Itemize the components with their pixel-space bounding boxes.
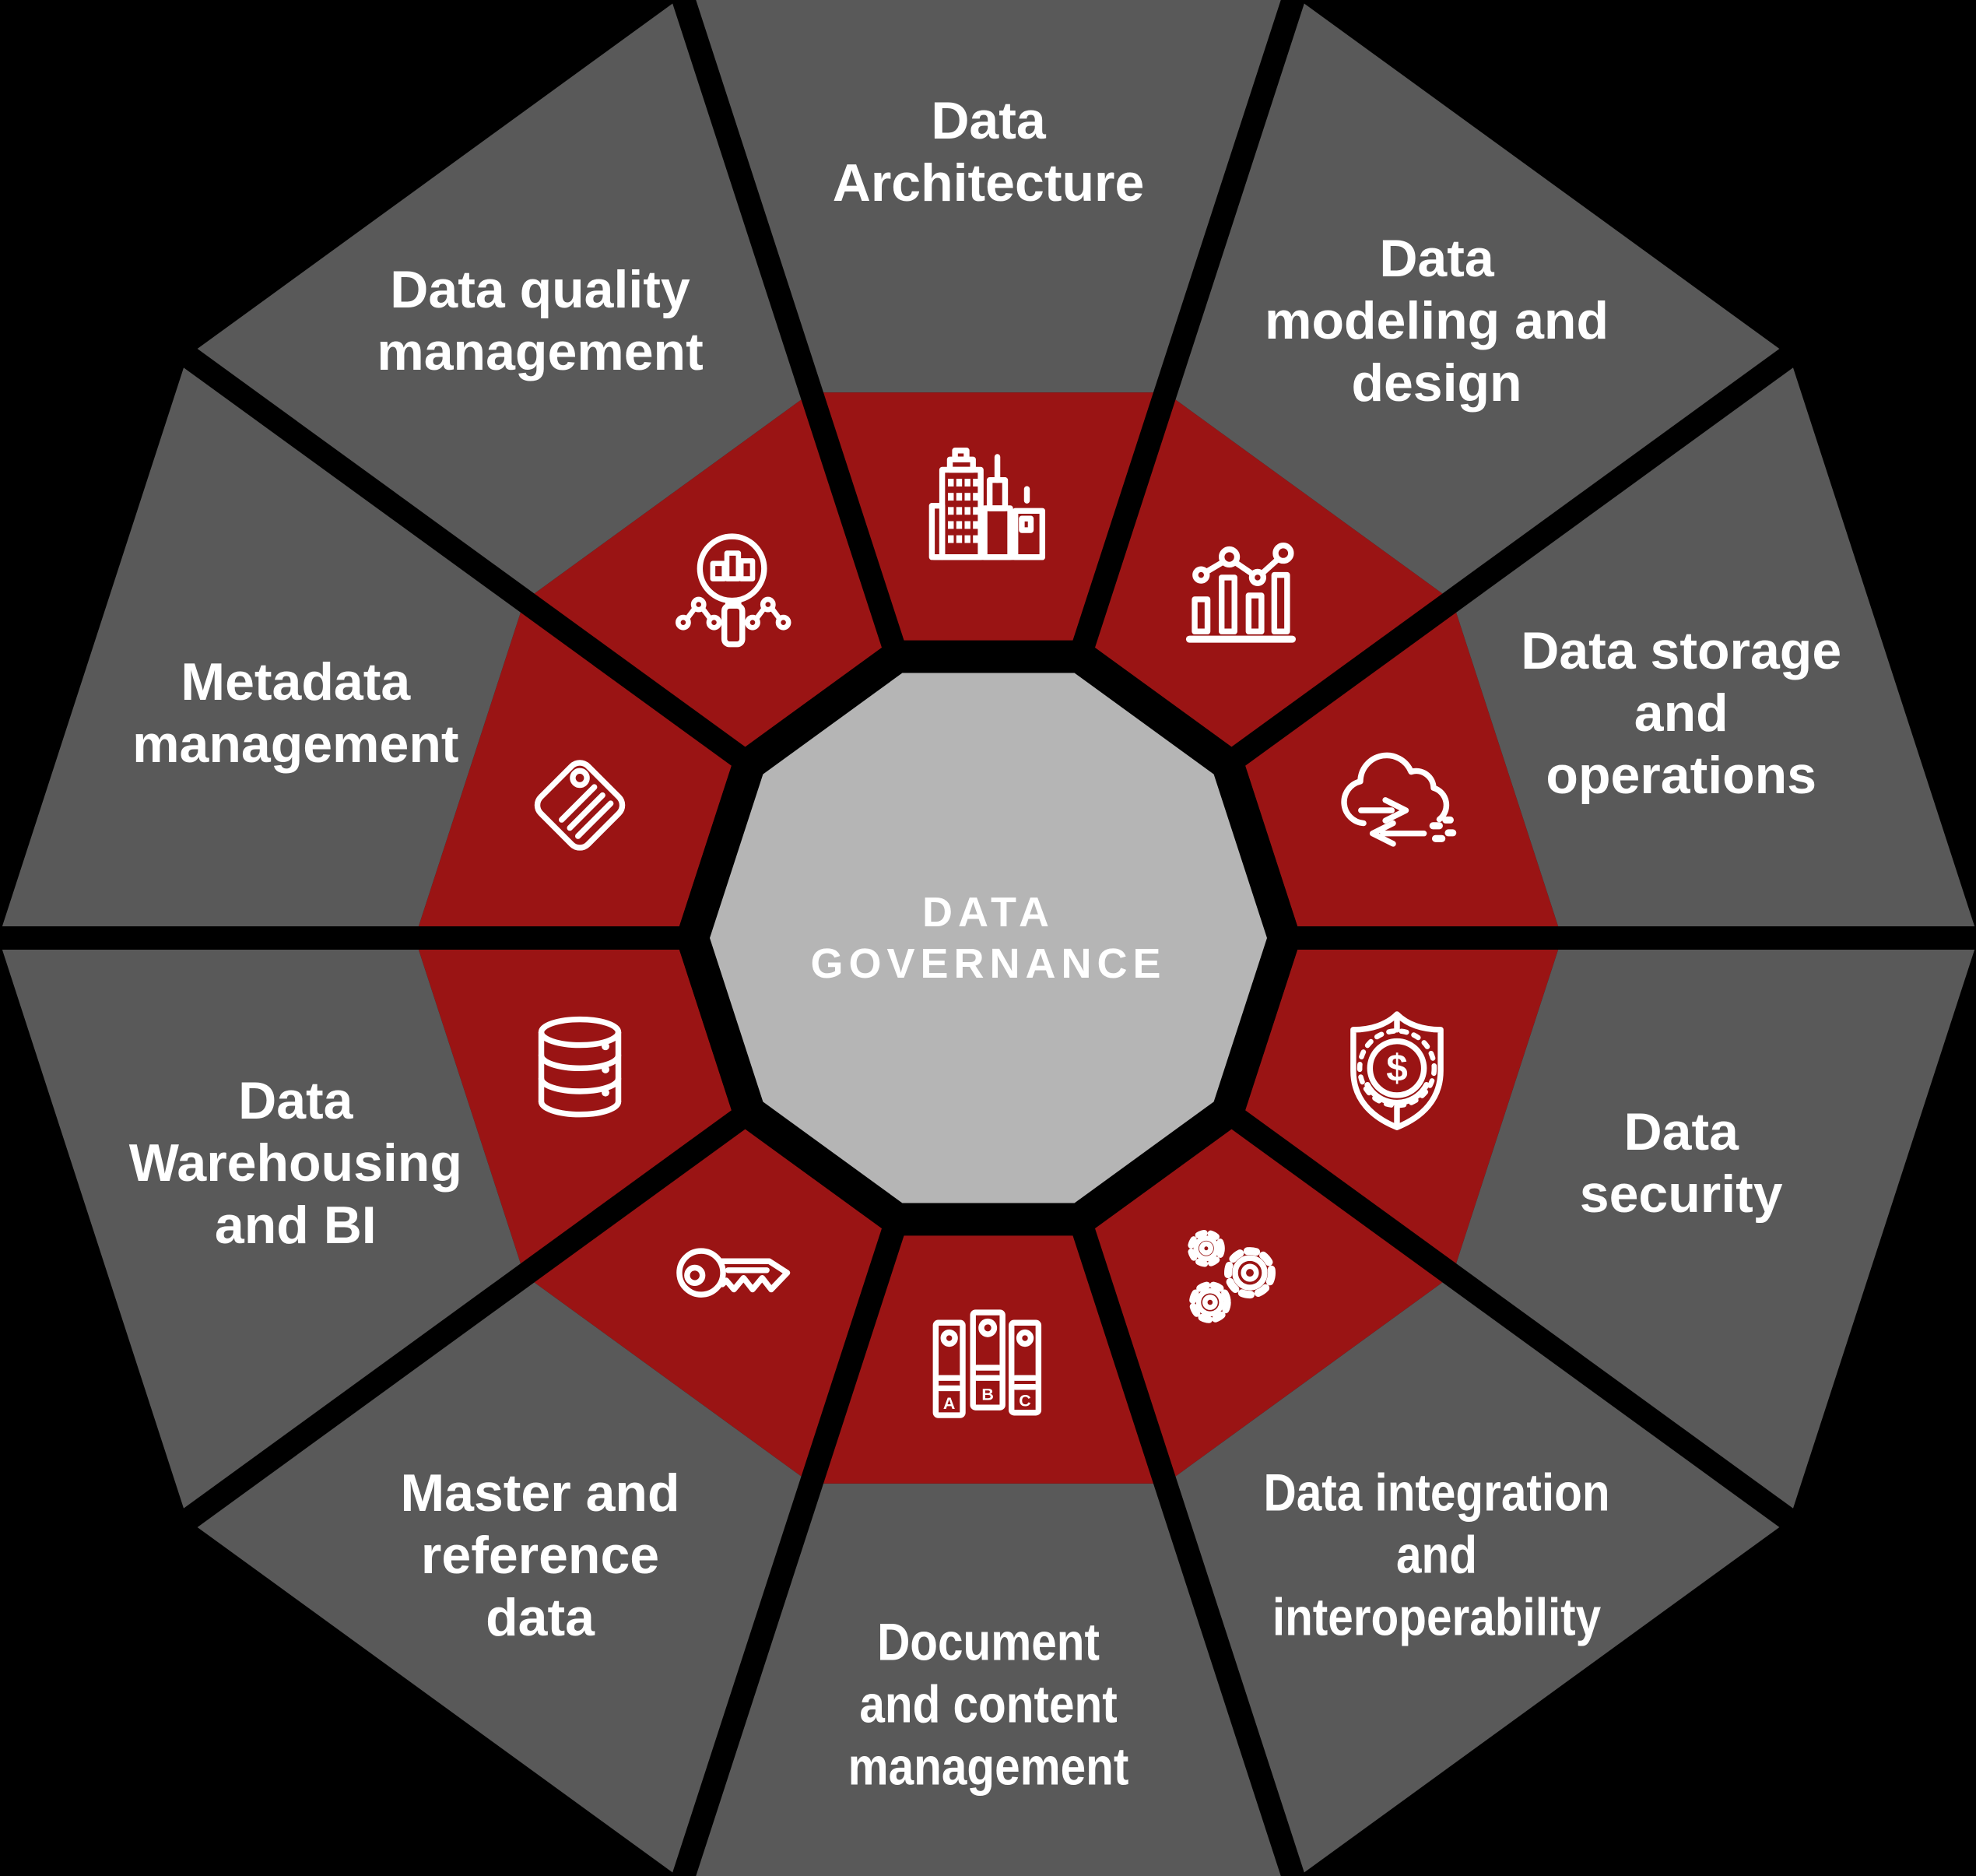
segment-gap: [1189, 292, 1871, 797]
outer-segment-data-quality-management: [187, 0, 812, 601]
center-polygon: [710, 673, 1267, 1203]
outer-segment-master-and-reference-data: [187, 1275, 812, 1876]
outer-segment-metadata-management: [0, 356, 525, 938]
ring-segment-data-storage-and-operations: [1241, 600, 1562, 938]
segment-gap: [671, 0, 921, 697]
segment-gap: [1056, 0, 1306, 697]
segment-gap: [106, 1079, 788, 1584]
outer-segment-data-architecture: [683, 0, 1293, 393]
outer-segment-data-storage-and-operations: [1452, 356, 1976, 938]
outer-segment-document-and-content-management: [683, 1483, 1293, 1876]
ring-segment-data-architecture: [811, 392, 1166, 641]
outer-segment-data-warehousing-and-bi: [0, 938, 525, 1520]
segment-gap: [1189, 1079, 1871, 1584]
segment-gap: [671, 1179, 921, 1876]
outer-segment-data-integration-and-interoperability: [1165, 1275, 1790, 1876]
outer-segment-data-security: [1452, 938, 1976, 1520]
ring-segment-data-warehousing-and-bi: [415, 938, 735, 1276]
ring-segment-document-and-content-management: [811, 1235, 1166, 1484]
segment-gap: [106, 292, 788, 797]
segment-gap: [1056, 1179, 1306, 1876]
outer-segment-data-modeling-and-design: [1165, 0, 1790, 601]
